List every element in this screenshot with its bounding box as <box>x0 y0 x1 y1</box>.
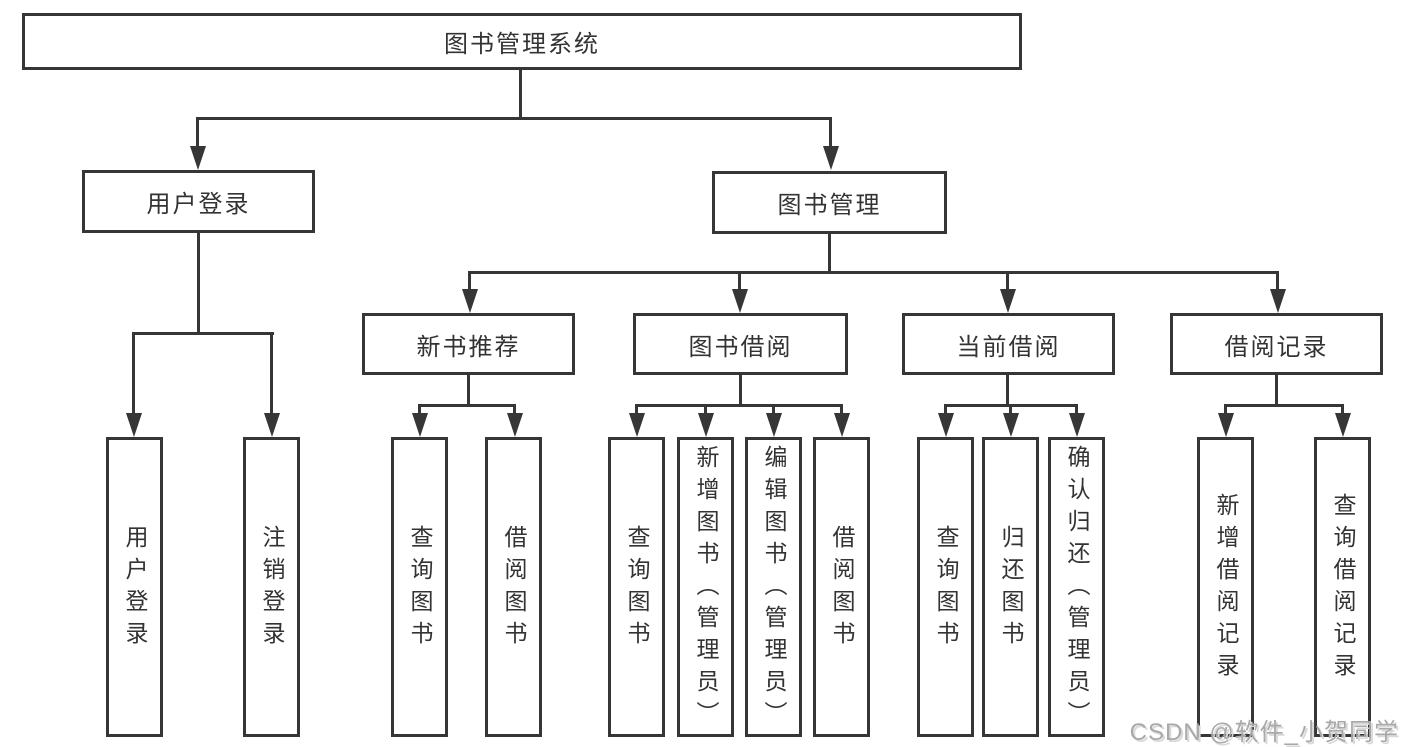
node-book-borrow: 图书借阅 <box>633 313 848 375</box>
arrow-down-icon <box>1069 413 1085 437</box>
leaf-query-books-recommend: 查询图书 <box>391 437 448 737</box>
line-segment <box>772 404 775 416</box>
arrow-down-icon <box>1000 289 1016 313</box>
line-segment <box>1224 404 1344 407</box>
leaf-confirm-return-admin: 确认归还（管理员） <box>1048 437 1105 737</box>
node-user-login: 用户登录 <box>82 170 315 233</box>
leaf-logout: 注销登录 <box>243 437 300 737</box>
arrow-down-icon <box>462 289 478 313</box>
leaf-user-login: 用户登录 <box>106 437 163 737</box>
line-segment <box>1224 404 1227 416</box>
node-borrow-records: 借阅记录 <box>1170 313 1383 375</box>
arrow-down-icon <box>629 413 645 437</box>
arrow-down-icon <box>1218 413 1234 437</box>
arrow-down-icon <box>507 413 523 437</box>
arrow-down-icon <box>190 146 206 170</box>
line-segment <box>738 271 741 293</box>
leaf-add-books-admin: 新增图书（管理员） <box>677 437 734 737</box>
line-segment <box>1009 404 1012 416</box>
arrow-down-icon <box>1335 413 1351 437</box>
line-segment <box>635 404 843 407</box>
line-segment <box>840 404 843 416</box>
line-segment <box>704 404 707 416</box>
arrow-down-icon <box>766 413 782 437</box>
node-current-borrow: 当前借阅 <box>902 313 1115 375</box>
arrow-down-icon <box>264 413 280 437</box>
line-segment <box>519 70 522 118</box>
leaf-edit-books-admin: 编辑图书（管理员） <box>745 437 802 737</box>
arrow-down-icon <box>412 413 428 437</box>
line-segment <box>132 332 135 414</box>
line-segment <box>1275 375 1278 407</box>
line-segment <box>132 332 274 335</box>
line-segment <box>270 332 273 414</box>
line-segment <box>828 234 831 273</box>
node-new-book-recommend: 新书推荐 <box>362 313 575 375</box>
arrow-down-icon <box>834 413 850 437</box>
leaf-borrow-books-recommend: 借阅图书 <box>485 437 542 737</box>
leaf-return-books: 归还图书 <box>982 437 1039 737</box>
arrow-down-icon <box>698 413 714 437</box>
leaf-borrow-books: 借阅图书 <box>813 437 870 737</box>
line-segment <box>1006 375 1009 407</box>
line-segment <box>739 375 742 407</box>
line-segment <box>1075 404 1078 416</box>
arrow-down-icon <box>938 413 954 437</box>
line-segment <box>197 232 200 334</box>
node-book-management: 图书管理 <box>712 171 947 234</box>
line-segment <box>635 404 638 416</box>
line-segment <box>467 375 470 407</box>
line-segment <box>829 117 832 149</box>
line-segment <box>1276 271 1279 293</box>
arrow-down-icon <box>1003 413 1019 437</box>
line-segment <box>468 271 471 293</box>
node-root: 图书管理系统 <box>22 13 1022 70</box>
arrow-down-icon <box>823 146 839 170</box>
line-segment <box>418 404 421 416</box>
line-segment <box>418 404 516 407</box>
leaf-add-borrow-record: 新增借阅记录 <box>1197 437 1254 737</box>
line-segment <box>1341 404 1344 416</box>
leaf-query-books-borrow: 查询图书 <box>608 437 665 737</box>
arrow-down-icon <box>126 413 142 437</box>
watermark: CSDN @软件_小贺同学 <box>1129 719 1399 746</box>
line-segment <box>468 271 1279 274</box>
arrow-down-icon <box>732 289 748 313</box>
line-segment <box>944 404 947 416</box>
leaf-query-borrow-record: 查询借阅记录 <box>1314 437 1371 737</box>
line-segment <box>513 404 516 416</box>
arrow-down-icon <box>1270 289 1286 313</box>
line-segment <box>196 117 199 149</box>
line-segment <box>196 117 832 120</box>
line-segment <box>1006 271 1009 293</box>
leaf-query-books-current: 查询图书 <box>917 437 974 737</box>
